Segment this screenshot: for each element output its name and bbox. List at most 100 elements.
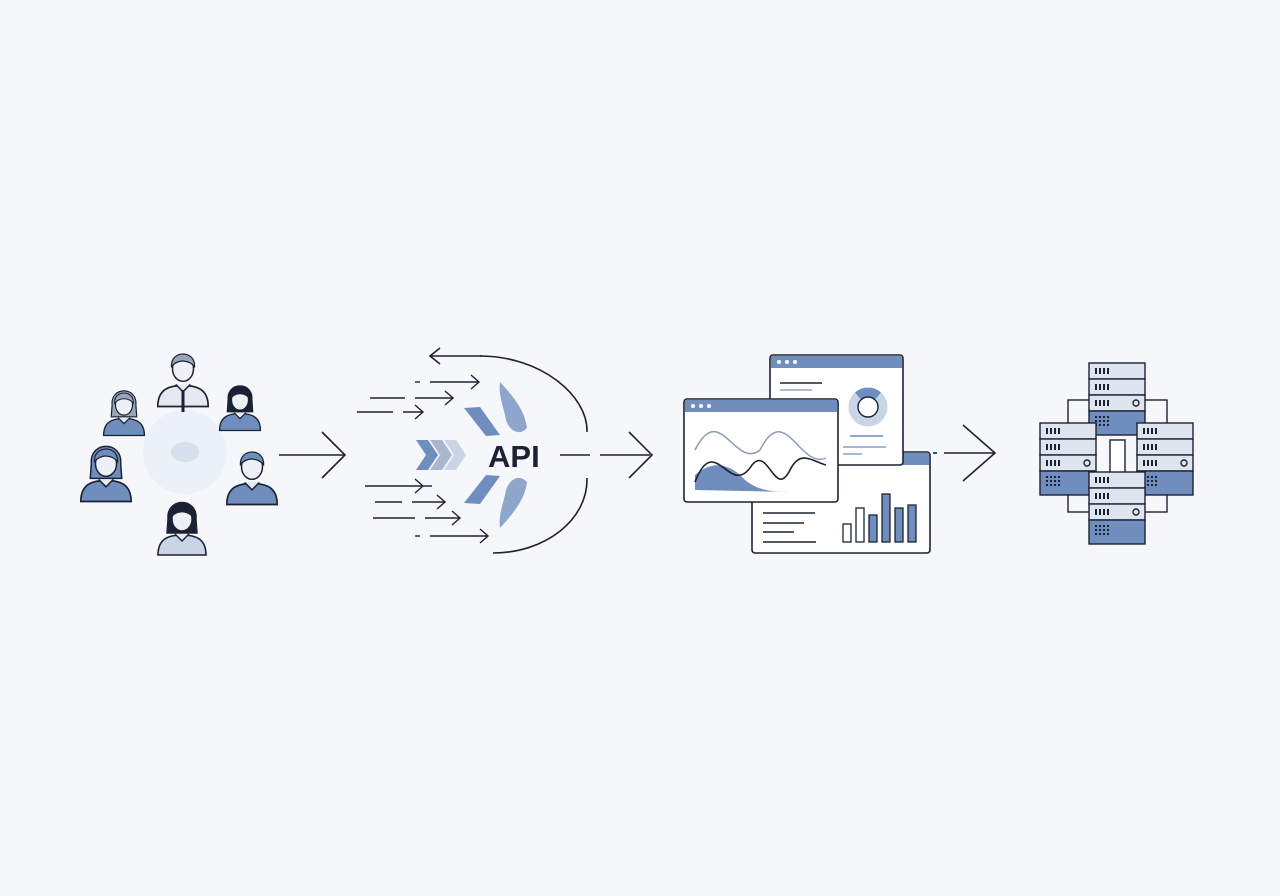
vent-slot [1143,444,1145,450]
bar-mark [907,504,917,543]
vent-slot [1155,444,1157,450]
vent-slot [1099,400,1101,406]
collar [233,412,247,420]
server-cluster [1039,362,1194,545]
grille-dot [1099,525,1101,527]
chevron-icon [416,440,438,470]
vent-slot [1155,428,1157,434]
power-led-icon [1083,459,1091,467]
grille-dot [1054,480,1056,482]
vent-slot [1103,384,1105,390]
wing-shape [499,382,527,433]
server-unit [1088,362,1146,380]
donut-hole [857,396,879,418]
vent-slot [1054,444,1056,450]
grille-dot [1095,529,1097,531]
server-top [1088,362,1146,436]
incoming-arrowhead [479,528,490,544]
grille-dot [1151,484,1153,486]
bar-mark [894,507,904,543]
grille-dot [1046,476,1048,478]
vent-slot [1099,384,1101,390]
power-led-icon [1132,508,1140,516]
line-chart-window [683,398,839,503]
grille-dot [1107,525,1109,527]
power-led-icon [1132,399,1140,407]
vent-slot [1103,368,1105,374]
grille-dot [1046,480,1048,482]
server-left [1039,422,1097,496]
vent-slot [1058,444,1060,450]
vent-slot [1107,384,1109,390]
api-gateway [357,347,588,554]
donut-segment [855,387,881,400]
grille-dot [1058,480,1060,482]
collar [244,481,260,491]
grille-dot [1107,416,1109,418]
bar-mark [881,493,891,543]
grille-dot [1099,416,1101,418]
vent-slot [1099,509,1101,515]
server-unit [1088,378,1146,396]
vent-slot [1143,460,1145,466]
collar [98,478,114,488]
window-dot [793,360,797,364]
incoming-arrowhead [470,374,481,390]
vent-slot [1095,384,1097,390]
person-man-suit-icon [225,451,279,506]
person-woman-bottom-icon [157,502,207,556]
window-dot [691,404,695,408]
vent-slot [1147,428,1149,434]
grille-dot [1103,416,1105,418]
hair-top [239,451,265,467]
grille-dot [1107,533,1109,535]
return-arc-top [479,355,588,433]
vent-slot [1058,460,1060,466]
collar [117,417,131,425]
vent-slot [1107,477,1109,483]
vent-slot [1095,400,1097,406]
hair-top [93,448,119,464]
grille-dot [1054,484,1056,486]
vent-slot [1095,493,1097,499]
power-led-icon [1180,459,1188,467]
vent-slot [1107,400,1109,406]
vent-slot [1095,509,1097,515]
person-woman-icon [102,390,146,437]
vent-slot [1151,444,1153,450]
vent-slot [1103,477,1105,483]
person-woman-dark-hair-icon [218,385,262,432]
series-line-dark [694,457,827,483]
window-dot [777,360,781,364]
vent-slot [1050,444,1052,450]
arrow-users-to-api [279,431,347,479]
vent-slot [1103,493,1105,499]
vent-slot [1103,400,1105,406]
server-bottom [1088,471,1146,545]
vent-slot [1099,477,1101,483]
grille-dot [1095,533,1097,535]
vent-slot [1058,428,1060,434]
vent-slot [1151,428,1153,434]
vent-slot [1050,428,1052,434]
window-dot [785,360,789,364]
chevron-icon [430,440,452,470]
wing-shape [464,407,500,436]
server-unit [1039,422,1097,440]
grille-dot [1099,529,1101,531]
hair-top [170,504,194,519]
grille-dot [1099,424,1101,426]
collar [174,533,190,542]
server-base [1088,410,1146,436]
server-unit [1136,438,1194,456]
vent-slot [1151,460,1153,466]
server-unit [1136,422,1194,440]
return-arc-bottom [492,477,588,554]
grille-dot [1155,484,1157,486]
window-titlebar [685,400,837,412]
arrow-dashboards-to-servers [933,424,997,482]
grille-dot [1107,529,1109,531]
grille-dot [1099,533,1101,535]
grille-dot [1058,476,1060,478]
grille-dot [1107,424,1109,426]
